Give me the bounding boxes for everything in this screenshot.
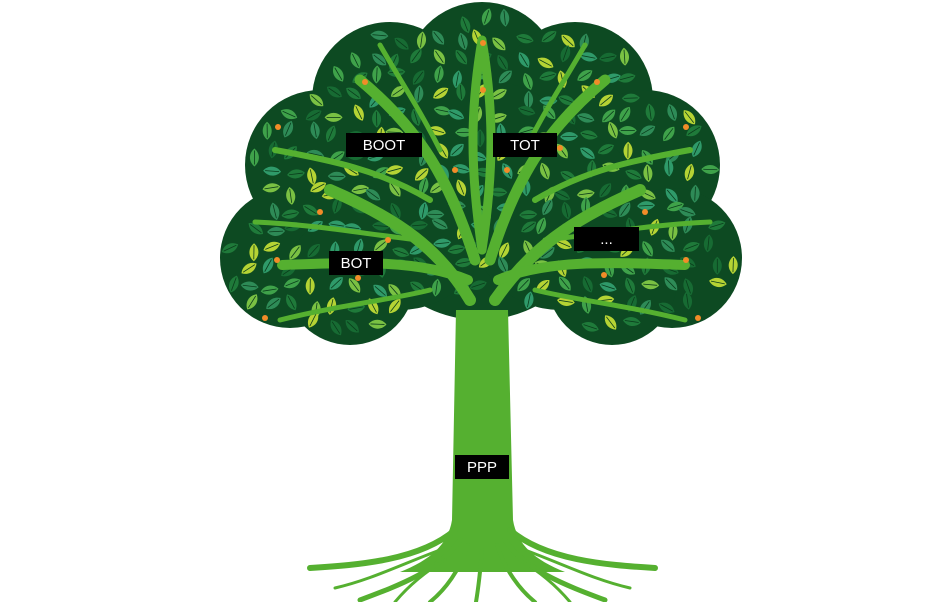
tree-branches bbox=[252, 35, 713, 323]
node-label-ppp: PPP bbox=[455, 455, 509, 479]
tree-roots bbox=[307, 527, 658, 602]
node-label-ellipsis: ... bbox=[574, 227, 639, 251]
node-label-tot: TOT bbox=[493, 133, 557, 157]
tree-fruits bbox=[262, 40, 701, 321]
node-label-bot: BOT bbox=[329, 251, 383, 275]
node-label-boot: BOOT bbox=[346, 133, 422, 157]
tree-trunk bbox=[400, 310, 565, 572]
